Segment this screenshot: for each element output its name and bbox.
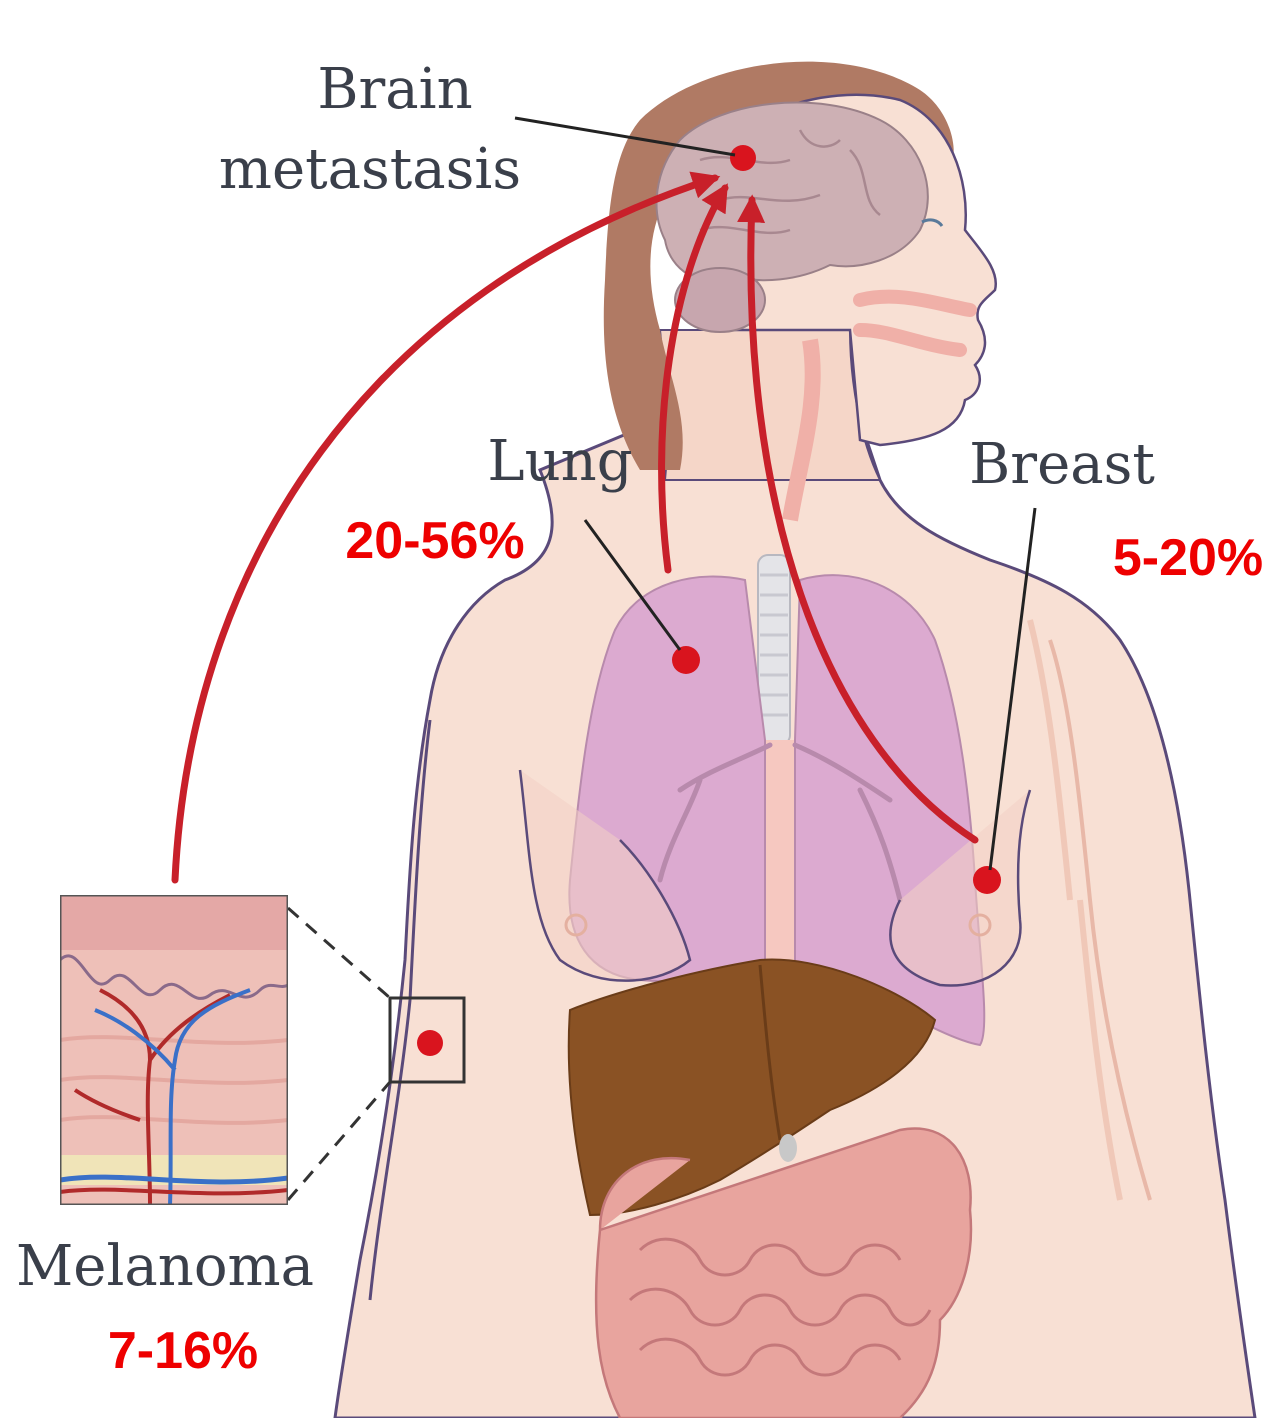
breast-label: Breast <box>969 432 1155 497</box>
lung-percentage: 20-56% <box>345 512 524 570</box>
large-intestine <box>596 1128 971 1418</box>
skin-tumor <box>417 1030 443 1056</box>
callout-line-top <box>288 908 390 998</box>
gallbladder <box>779 1134 797 1162</box>
lung-label: Lung <box>487 429 632 494</box>
brain-tumor <box>730 145 756 171</box>
skin-cross-section <box>60 895 288 1205</box>
brain-label-line2: metastasis <box>219 137 521 202</box>
epidermis <box>60 895 288 950</box>
breast-tumor <box>973 866 1001 894</box>
esophagus <box>765 740 795 980</box>
melanoma-percentage: 7-16% <box>108 1322 258 1380</box>
lung-tumor <box>672 646 700 674</box>
melanoma-label: Melanoma <box>16 1234 314 1299</box>
brain-label-line1: Brain <box>317 57 472 122</box>
breast-percentage: 5-20% <box>1113 529 1263 587</box>
